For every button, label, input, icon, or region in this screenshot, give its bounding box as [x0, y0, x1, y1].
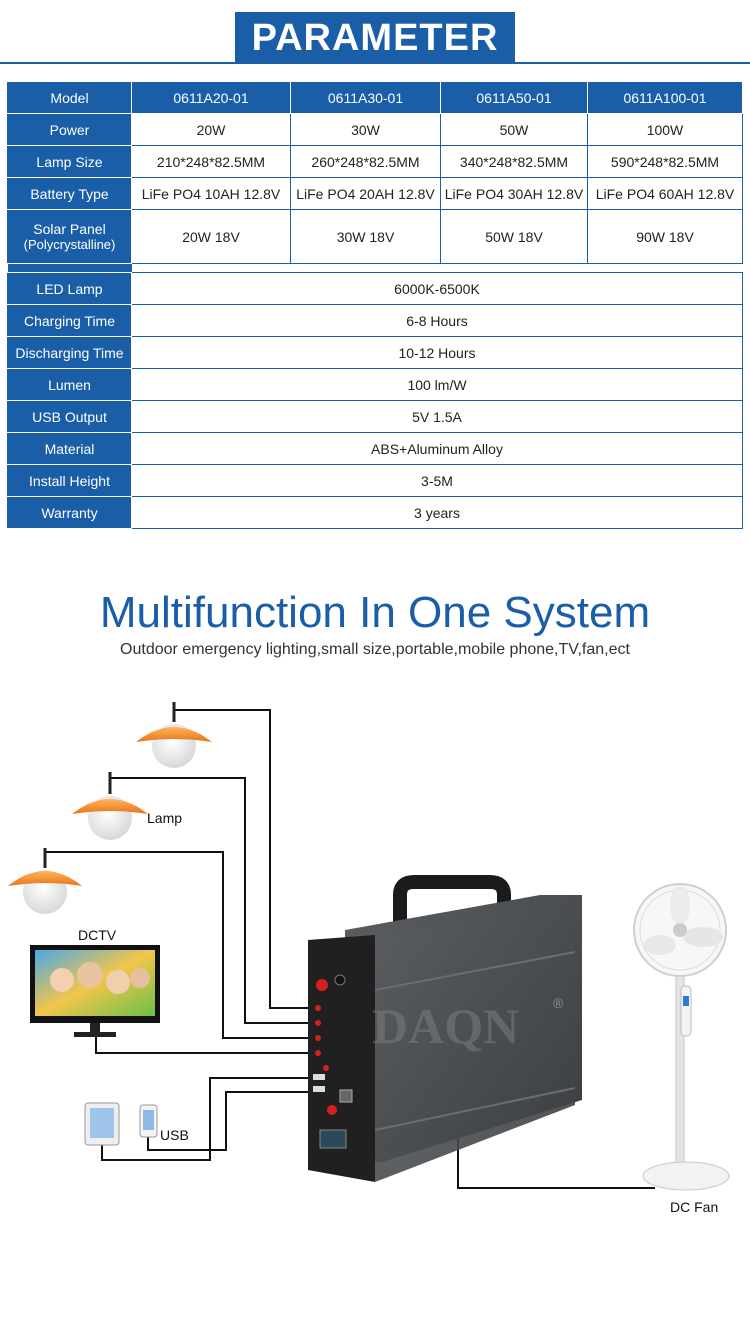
row-label-sub: (Polycrystalline) — [23, 237, 116, 252]
cell: 30W — [290, 113, 441, 146]
model-cell: 0611A50-01 — [440, 81, 588, 114]
row-label: Material — [7, 432, 132, 465]
row-label: Install Height — [7, 464, 132, 497]
table-row: Lamp Size 210*248*82.5MM 260*248*82.5MM … — [7, 145, 743, 178]
cell: 340*248*82.5MM — [440, 145, 588, 178]
tv-icon — [30, 945, 160, 1037]
table-row: Install Height 3-5M — [7, 464, 743, 497]
cell: 3 years — [131, 496, 743, 529]
page-title: PARAMETER — [235, 12, 515, 64]
table-row: Battery Type LiFe PO4 10AH 12.8V LiFe PO… — [7, 177, 743, 210]
cell: 50W — [440, 113, 588, 146]
table-row: Discharging Time 10-12 Hours — [7, 336, 743, 369]
table-row: USB Output 5V 1.5A — [7, 400, 743, 433]
table-row: Solar Panel (Polycrystalline) 20W 18V 30… — [7, 209, 743, 264]
tablet-icon — [84, 1102, 120, 1146]
lamp-icon — [72, 772, 148, 840]
table-row: Power 20W 30W 50W 100W — [7, 113, 743, 146]
table-spacer — [7, 263, 743, 273]
cell: 260*248*82.5MM — [290, 145, 441, 178]
row-label: Solar Panel (Polycrystalline) — [7, 209, 132, 264]
row-label: Warranty — [7, 496, 132, 529]
cell: ABS+Aluminum Alloy — [131, 432, 743, 465]
lamp-icon — [136, 702, 212, 768]
row-label: Lamp Size — [7, 145, 132, 178]
cell: 6-8 Hours — [131, 304, 743, 337]
spec-table: Model 0611A20-01 0611A30-01 0611A50-01 0… — [7, 81, 743, 529]
cell: 10-12 Hours — [131, 336, 743, 369]
row-label: Lumen — [7, 368, 132, 401]
tv-label: DCTV — [78, 927, 117, 943]
table-row: Material ABS+Aluminum Alloy — [7, 432, 743, 465]
model-cell: 0611A30-01 — [290, 81, 441, 114]
row-label: Discharging Time — [7, 336, 132, 369]
row-label: USB Output — [7, 400, 132, 433]
cell: LiFe PO4 20AH 12.8V — [290, 177, 441, 210]
cell: 30W 18V — [290, 209, 441, 264]
system-diagram: Lamp DCTV USB — [8, 702, 730, 1215]
model-row: Model 0611A20-01 0611A30-01 0611A50-01 0… — [7, 81, 743, 114]
lamp-icon — [8, 848, 82, 914]
brand-watermark: DAQN — [372, 998, 519, 1054]
phone-icon — [139, 1104, 158, 1138]
row-label: Model — [7, 81, 132, 114]
row-label: Battery Type — [7, 177, 132, 210]
model-cell: 0611A20-01 — [131, 81, 291, 114]
fan-icon — [633, 883, 730, 1191]
section-subtitle: Outdoor emergency lighting,small size,po… — [120, 641, 630, 658]
table-row: Charging Time 6-8 Hours — [7, 304, 743, 337]
lamp-label: Lamp — [147, 810, 182, 826]
cell: 3-5M — [131, 464, 743, 497]
cell: 5V 1.5A — [131, 400, 743, 433]
registered-mark: ® — [553, 995, 564, 1011]
cell: 210*248*82.5MM — [131, 145, 291, 178]
table-row: Lumen 100 lm/W — [7, 368, 743, 401]
model-cell: 0611A100-01 — [587, 81, 743, 114]
cell: LiFe PO4 30AH 12.8V — [440, 177, 588, 210]
usb-label: USB — [160, 1127, 189, 1143]
cell: 6000K-6500K — [131, 272, 743, 305]
cell: 20W 18V — [131, 209, 291, 264]
table-row: LED Lamp 6000K-6500K — [7, 272, 743, 305]
power-station-icon — [308, 875, 582, 1182]
table-row: Warranty 3 years — [7, 496, 743, 529]
row-label: LED Lamp — [7, 272, 132, 305]
section-title: Multifunction In One System — [99, 588, 651, 637]
cell: 20W — [131, 113, 291, 146]
cell: LiFe PO4 60AH 12.8V — [587, 177, 743, 210]
cell: 100 lm/W — [131, 368, 743, 401]
row-label: Power — [7, 113, 132, 146]
fan-label: DC Fan — [670, 1199, 718, 1215]
cell: 90W 18V — [587, 209, 743, 264]
row-label: Charging Time — [7, 304, 132, 337]
cell: 100W — [587, 113, 743, 146]
cell: 50W 18V — [440, 209, 588, 264]
cell: 590*248*82.5MM — [587, 145, 743, 178]
cell: LiFe PO4 10AH 12.8V — [131, 177, 291, 210]
row-label-main: Solar Panel — [33, 221, 106, 237]
